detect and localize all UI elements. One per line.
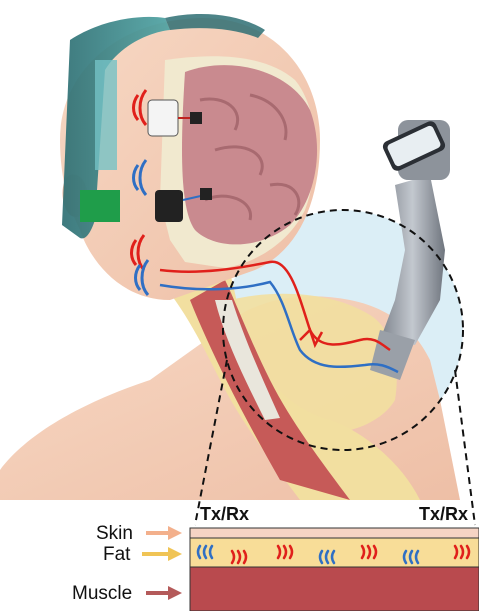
- muscle-arrow: [146, 586, 182, 600]
- skin-layer: [190, 528, 479, 538]
- transceiver-left-label: Tx/Rx: [200, 505, 249, 523]
- muscle-label: Muscle: [72, 584, 132, 603]
- skin-label: Skin: [96, 524, 133, 543]
- battery-panel: [80, 190, 120, 222]
- transceiver-right-label: Tx/Rx: [419, 505, 468, 523]
- layer-arrows: [142, 526, 182, 600]
- fat-label: Fat: [103, 545, 130, 564]
- tissue-cross-section: [190, 528, 479, 611]
- fat-arrow: [142, 547, 182, 561]
- muscle-layer: [190, 567, 479, 611]
- skin-arrow: [146, 526, 182, 540]
